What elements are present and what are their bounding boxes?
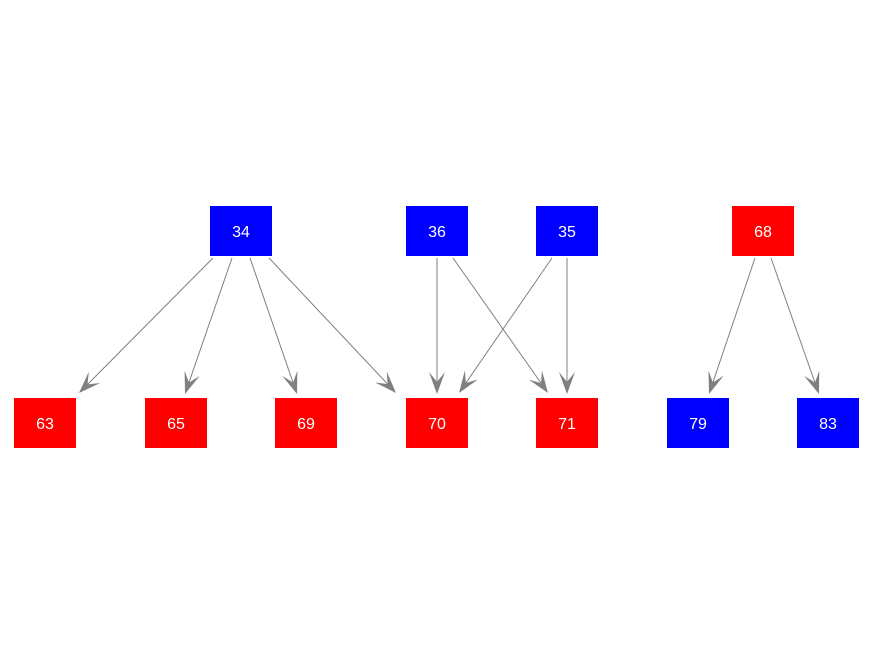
node-box: [797, 398, 859, 448]
edge-n68-n79: [708, 257, 756, 394]
node-box: [536, 398, 598, 448]
arrowhead-icon: [708, 370, 724, 394]
node-label: 36: [428, 224, 446, 241]
edge-n68-n83: [770, 257, 820, 394]
edges-layer: [79, 257, 820, 394]
node-36: 36: [406, 206, 468, 256]
edge-n34-n69: [249, 257, 298, 394]
node-71: 71: [536, 398, 598, 448]
arrowhead-icon: [184, 370, 200, 394]
arrowhead-icon: [79, 371, 101, 393]
node-box: [732, 206, 794, 256]
edge-line: [187, 257, 233, 385]
edge-line: [85, 257, 214, 387]
arrowhead-icon: [459, 370, 479, 393]
arrowhead-icon: [804, 370, 820, 394]
node-box: [210, 206, 272, 256]
nodes-layer: 34 36 35 68 63 65 69 70 71 79 83: [14, 206, 859, 448]
node-79: 79: [667, 398, 729, 448]
node-label: 70: [428, 416, 446, 433]
node-68: 68: [732, 206, 794, 256]
node-69: 69: [275, 398, 337, 448]
edge-line: [452, 257, 543, 386]
node-63: 63: [14, 398, 76, 448]
node-label: 65: [167, 416, 185, 433]
node-box: [536, 206, 598, 256]
node-box: [667, 398, 729, 448]
edge-n34-n65: [184, 257, 233, 394]
node-label: 63: [36, 416, 54, 433]
edge-n36-n71: [452, 257, 548, 393]
edge-n34-n63: [79, 257, 214, 393]
node-65: 65: [145, 398, 207, 448]
node-label: 79: [689, 416, 707, 433]
edge-n35-n70: [459, 257, 553, 393]
arrowhead-icon: [375, 371, 396, 393]
arrowhead-icon: [528, 370, 548, 393]
node-box: [275, 398, 337, 448]
node-box: [406, 206, 468, 256]
node-label: 35: [558, 224, 576, 241]
arrowhead-icon: [429, 372, 445, 394]
edge-line: [268, 257, 390, 387]
edge-line: [464, 257, 553, 386]
node-70: 70: [406, 398, 468, 448]
edge-n35-n71: [559, 258, 575, 394]
node-box: [145, 398, 207, 448]
node-label: 34: [232, 224, 250, 241]
node-35: 35: [536, 206, 598, 256]
node-34: 34: [210, 206, 272, 256]
node-box: [14, 398, 76, 448]
node-label: 71: [558, 416, 576, 433]
node-label: 68: [754, 224, 772, 241]
edge-n34-n70: [268, 257, 396, 393]
node-83: 83: [797, 398, 859, 448]
arrowhead-icon: [282, 370, 298, 394]
node-label: 83: [819, 416, 837, 433]
edge-line: [770, 257, 817, 385]
edge-n36-n70: [429, 258, 445, 394]
edge-line: [249, 257, 295, 385]
arrowhead-icon: [559, 372, 575, 394]
edge-line: [711, 257, 756, 385]
node-label: 69: [297, 416, 315, 433]
node-box: [406, 398, 468, 448]
